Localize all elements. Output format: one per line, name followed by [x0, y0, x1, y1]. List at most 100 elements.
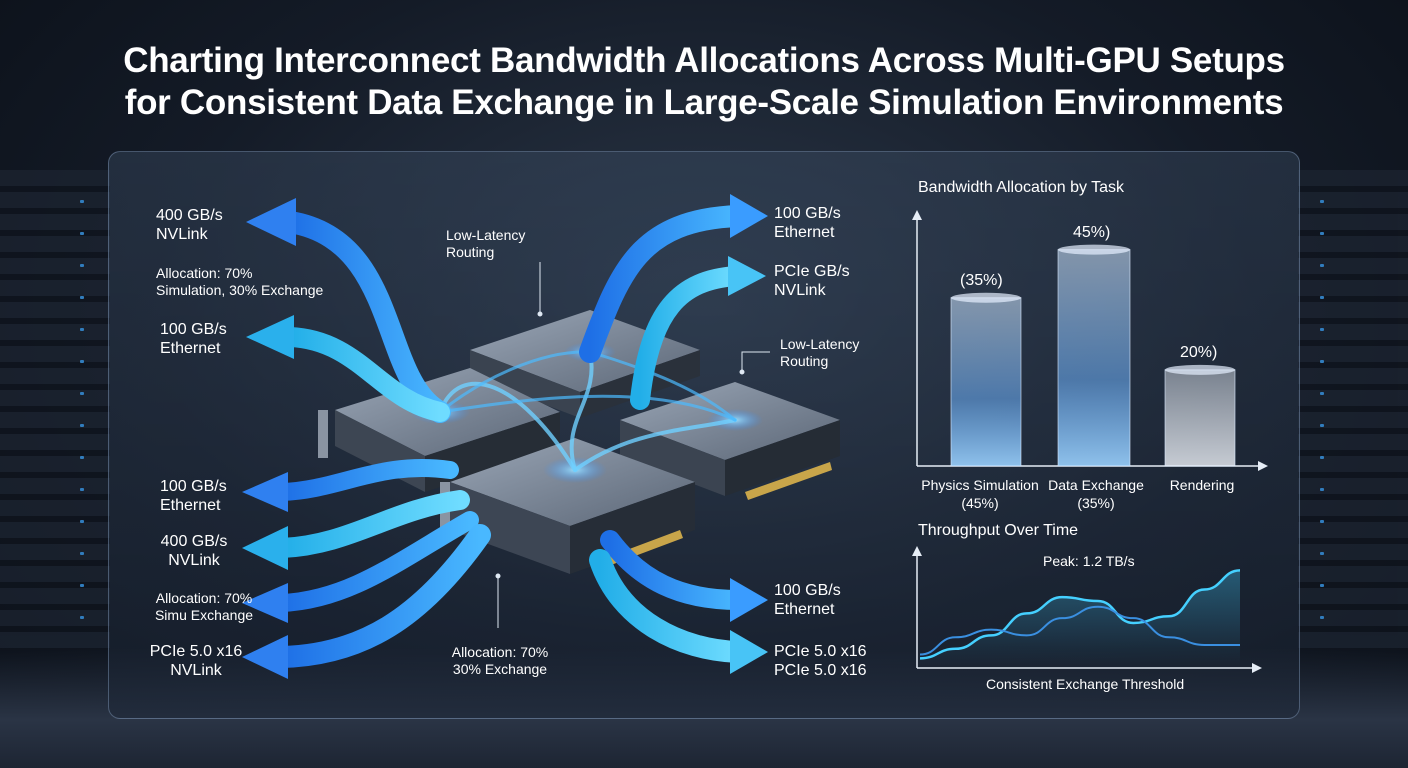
rack-led — [1320, 392, 1324, 395]
line-x-axis-arrow — [1252, 663, 1262, 673]
left-label-allocation: Allocation: 70% Simulation, 30% Exchange — [156, 265, 323, 299]
label-line: PCIe 5.0 x16 — [774, 662, 867, 679]
label-line: Allocation: 70% — [451, 644, 549, 660]
page-title-line2: for Consistent Data Exchange in Large-Sc… — [124, 83, 1284, 122]
rack-led — [1320, 296, 1324, 299]
left-arrowheads — [242, 198, 296, 679]
peak-annotation: Peak: 1.2 TB/s — [1043, 553, 1135, 569]
bar-chart-title: Bandwidth Allocation by Task — [918, 179, 1125, 196]
label-line: Routing — [780, 353, 829, 369]
rack-led — [1320, 200, 1324, 203]
line-series-0 — [919, 569, 1241, 660]
bar-value-label: (35%) — [960, 271, 1003, 289]
label-line: PCIe GB/s — [774, 263, 850, 280]
server-rack-right — [1298, 170, 1408, 650]
label-line: 400 GB/s — [160, 533, 228, 550]
line-chart-title: Throughput Over Time — [918, 522, 1079, 539]
label-line: (45%) — [961, 495, 999, 511]
right-label-pcie-nvlink: PCIe GB/s NVLink — [774, 262, 850, 300]
rack-led — [80, 520, 84, 523]
label-line: NVLink — [774, 282, 826, 299]
label-line: Allocation: 70% — [156, 265, 253, 281]
right-label-pcie: PCIe 5.0 x16 PCIe 5.0 x16 — [774, 642, 867, 680]
line-y-axis-arrow — [912, 546, 922, 556]
rack-led — [80, 616, 84, 619]
rack-led — [80, 328, 84, 331]
left-label-nvlink-400b: 400 GB/s NVLink — [156, 532, 232, 570]
x-axis-arrow — [1258, 461, 1268, 471]
rack-led — [1320, 488, 1324, 491]
rack-led — [80, 200, 84, 203]
rack-led — [1320, 264, 1324, 267]
rack-led — [80, 392, 84, 395]
rack-led — [80, 232, 84, 235]
rack-led — [1320, 232, 1324, 235]
label-line: 100 GB/s — [160, 321, 227, 338]
rack-led — [80, 424, 84, 427]
rack-led — [80, 360, 84, 363]
line-series-area — [920, 570, 1240, 666]
right-label-ethernet-100: 100 GB/s Ethernet — [774, 204, 841, 242]
label-line: Routing — [446, 244, 495, 260]
callout-low-latency: Low-Latency Routing — [446, 227, 525, 261]
rack-led — [80, 488, 84, 491]
rack-led — [1320, 584, 1324, 587]
label-line: 100 GB/s — [774, 582, 841, 599]
label-line: Simu Exchange — [154, 607, 254, 623]
label-line: Physics Simulation — [921, 477, 1039, 493]
label-line: Simulation, 30% Exchange — [156, 282, 324, 298]
line-series-1 — [919, 605, 1240, 656]
label-line: NVLink — [170, 662, 222, 679]
left-label-pcie: PCIe 5.0 x16 NVLink — [140, 642, 252, 680]
bar-body — [1164, 369, 1236, 467]
rack-led — [80, 296, 84, 299]
label-line: Low-Latency — [780, 336, 860, 352]
bar-1 — [1057, 244, 1131, 467]
bar-value-label: 20%) — [1180, 343, 1218, 361]
page-title-line1: Charting Interconnect Bandwidth Allocati… — [123, 41, 1285, 80]
label-line: Low-Latency — [446, 227, 526, 243]
right-cable-arrows — [579, 205, 749, 663]
label-line: Allocation: 70% — [155, 590, 253, 606]
left-label-allocation-b: Allocation: 70% Simu Exchange — [152, 590, 256, 624]
label-line: Data Exchange — [1048, 477, 1144, 493]
callout-low-latency-b: Low-Latency Routing — [780, 336, 859, 370]
bar-0 — [950, 292, 1022, 467]
label-line: 100 GB/s — [160, 478, 227, 495]
left-label-nvlink-400: 400 GB/s NVLink — [156, 206, 223, 244]
left-label-ethernet-100b: 100 GB/s Ethernet — [160, 477, 227, 515]
page-title: Charting Interconnect Bandwidth Allocati… — [0, 40, 1408, 124]
rack-led — [1320, 360, 1324, 363]
rack-led — [80, 552, 84, 555]
rack-led — [1320, 328, 1324, 331]
right-arrowheads — [728, 194, 768, 674]
rack-led — [1320, 424, 1324, 427]
label-line: 100 GB/s — [774, 205, 841, 222]
rack-led — [80, 456, 84, 459]
rack-led — [1320, 520, 1324, 523]
bar-category-label: Data Exchange (35%) — [1044, 476, 1148, 512]
y-axis-arrow — [912, 210, 922, 220]
bar-top — [1058, 244, 1130, 255]
label-line: 400 GB/s — [156, 207, 223, 224]
label-line: PCIe 5.0 x16 — [149, 643, 243, 660]
bar-category-label: Physics Simulation (45%) — [918, 476, 1042, 512]
bar-body — [1057, 249, 1131, 467]
cable-bundle — [438, 350, 737, 472]
label-line: NVLink — [156, 226, 208, 243]
label-line: (35%) — [1077, 495, 1115, 511]
callout-leaders — [495, 262, 770, 628]
label-line: Ethernet — [160, 340, 221, 357]
rack-led — [80, 264, 84, 267]
rack-led — [80, 584, 84, 587]
label-line: NVLink — [168, 552, 220, 569]
rack-led — [1320, 616, 1324, 619]
rack-led — [1320, 456, 1324, 459]
bar-category-label: Rendering — [1160, 476, 1244, 494]
line-chart-axes — [916, 552, 1256, 669]
rack-led — [1320, 552, 1324, 555]
label-line: PCIe 5.0 x16 — [774, 643, 867, 660]
label-line: Rendering — [1169, 477, 1235, 493]
label-line: 30% Exchange — [452, 661, 548, 677]
label-line: Ethernet — [774, 224, 835, 241]
